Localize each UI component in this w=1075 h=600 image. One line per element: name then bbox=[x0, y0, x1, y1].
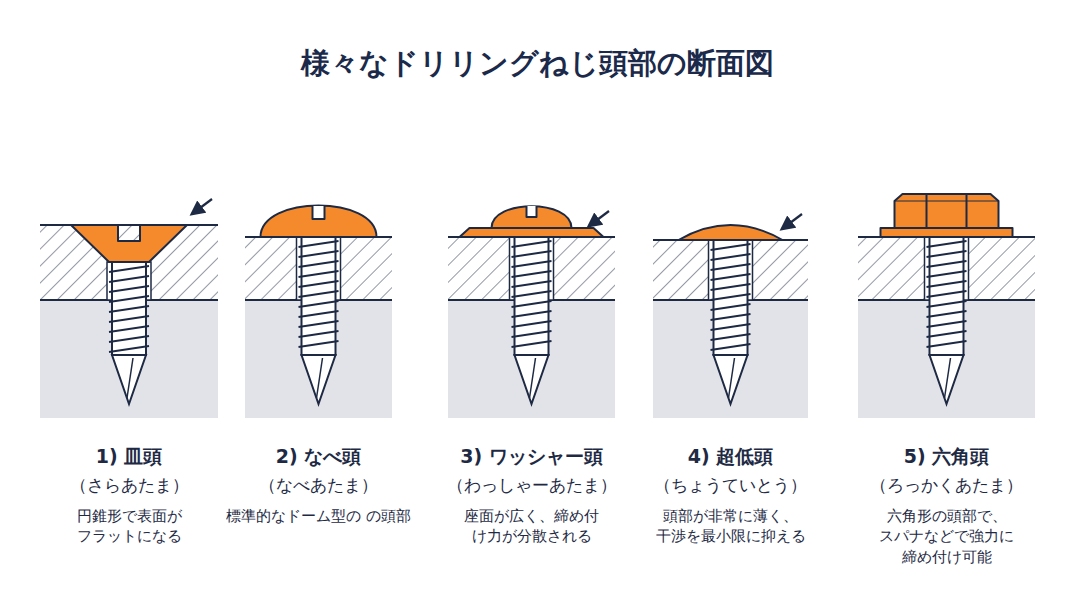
description: 六角形の頭部で、 スパナなどで強力に 締め付け可能 bbox=[847, 506, 1047, 567]
screw-section bbox=[448, 206, 615, 418]
description: 円錐形で表面が フラットになる bbox=[29, 506, 229, 547]
reading: （ろっかくあたま） bbox=[847, 474, 1047, 497]
reading: （さらあたま） bbox=[29, 474, 229, 497]
screw-head bbox=[71, 225, 187, 262]
drill-tip bbox=[302, 355, 336, 404]
pointer-arrow bbox=[782, 214, 802, 229]
title: 様々なドリリングねじ頭部の断面図 bbox=[0, 44, 1075, 84]
screw-head bbox=[261, 206, 377, 238]
screw-head bbox=[881, 194, 1013, 237]
reading: （わっしゃーあたま） bbox=[432, 474, 632, 497]
screw-head bbox=[679, 225, 783, 240]
base-material bbox=[653, 300, 808, 418]
drill-tip bbox=[930, 355, 964, 404]
pointer-arrow bbox=[589, 211, 609, 226]
screw-type-name: 5) 六角頭 bbox=[847, 444, 1047, 470]
description: 座面が広く、締め付 け力が分散される bbox=[432, 506, 632, 547]
screw-type-name: 4) 超低頭 bbox=[631, 444, 831, 470]
reading: （ちょうていとう） bbox=[631, 474, 831, 497]
screw-type-name: 1) 皿頭 bbox=[29, 444, 229, 470]
pointer-arrow bbox=[192, 199, 212, 214]
screw-section bbox=[245, 206, 392, 419]
screw-section bbox=[653, 214, 808, 418]
screw-type-name: 2) なべ頭 bbox=[219, 444, 419, 470]
screw-head bbox=[460, 206, 604, 237]
description: 標準的なドーム型の の頭部 bbox=[219, 506, 419, 526]
drill-tip bbox=[714, 355, 748, 404]
screw-section bbox=[40, 199, 218, 418]
plate bbox=[40, 225, 218, 300]
drill-tip bbox=[515, 355, 549, 404]
description: 頭部が非常に薄く、 干渉を最小限に抑える bbox=[631, 506, 831, 547]
drill-tip bbox=[112, 355, 146, 404]
reading: （なべあたま） bbox=[219, 474, 419, 497]
screw-section bbox=[858, 194, 1035, 418]
screw-type-name: 3) ワッシャー頭 bbox=[432, 444, 632, 470]
